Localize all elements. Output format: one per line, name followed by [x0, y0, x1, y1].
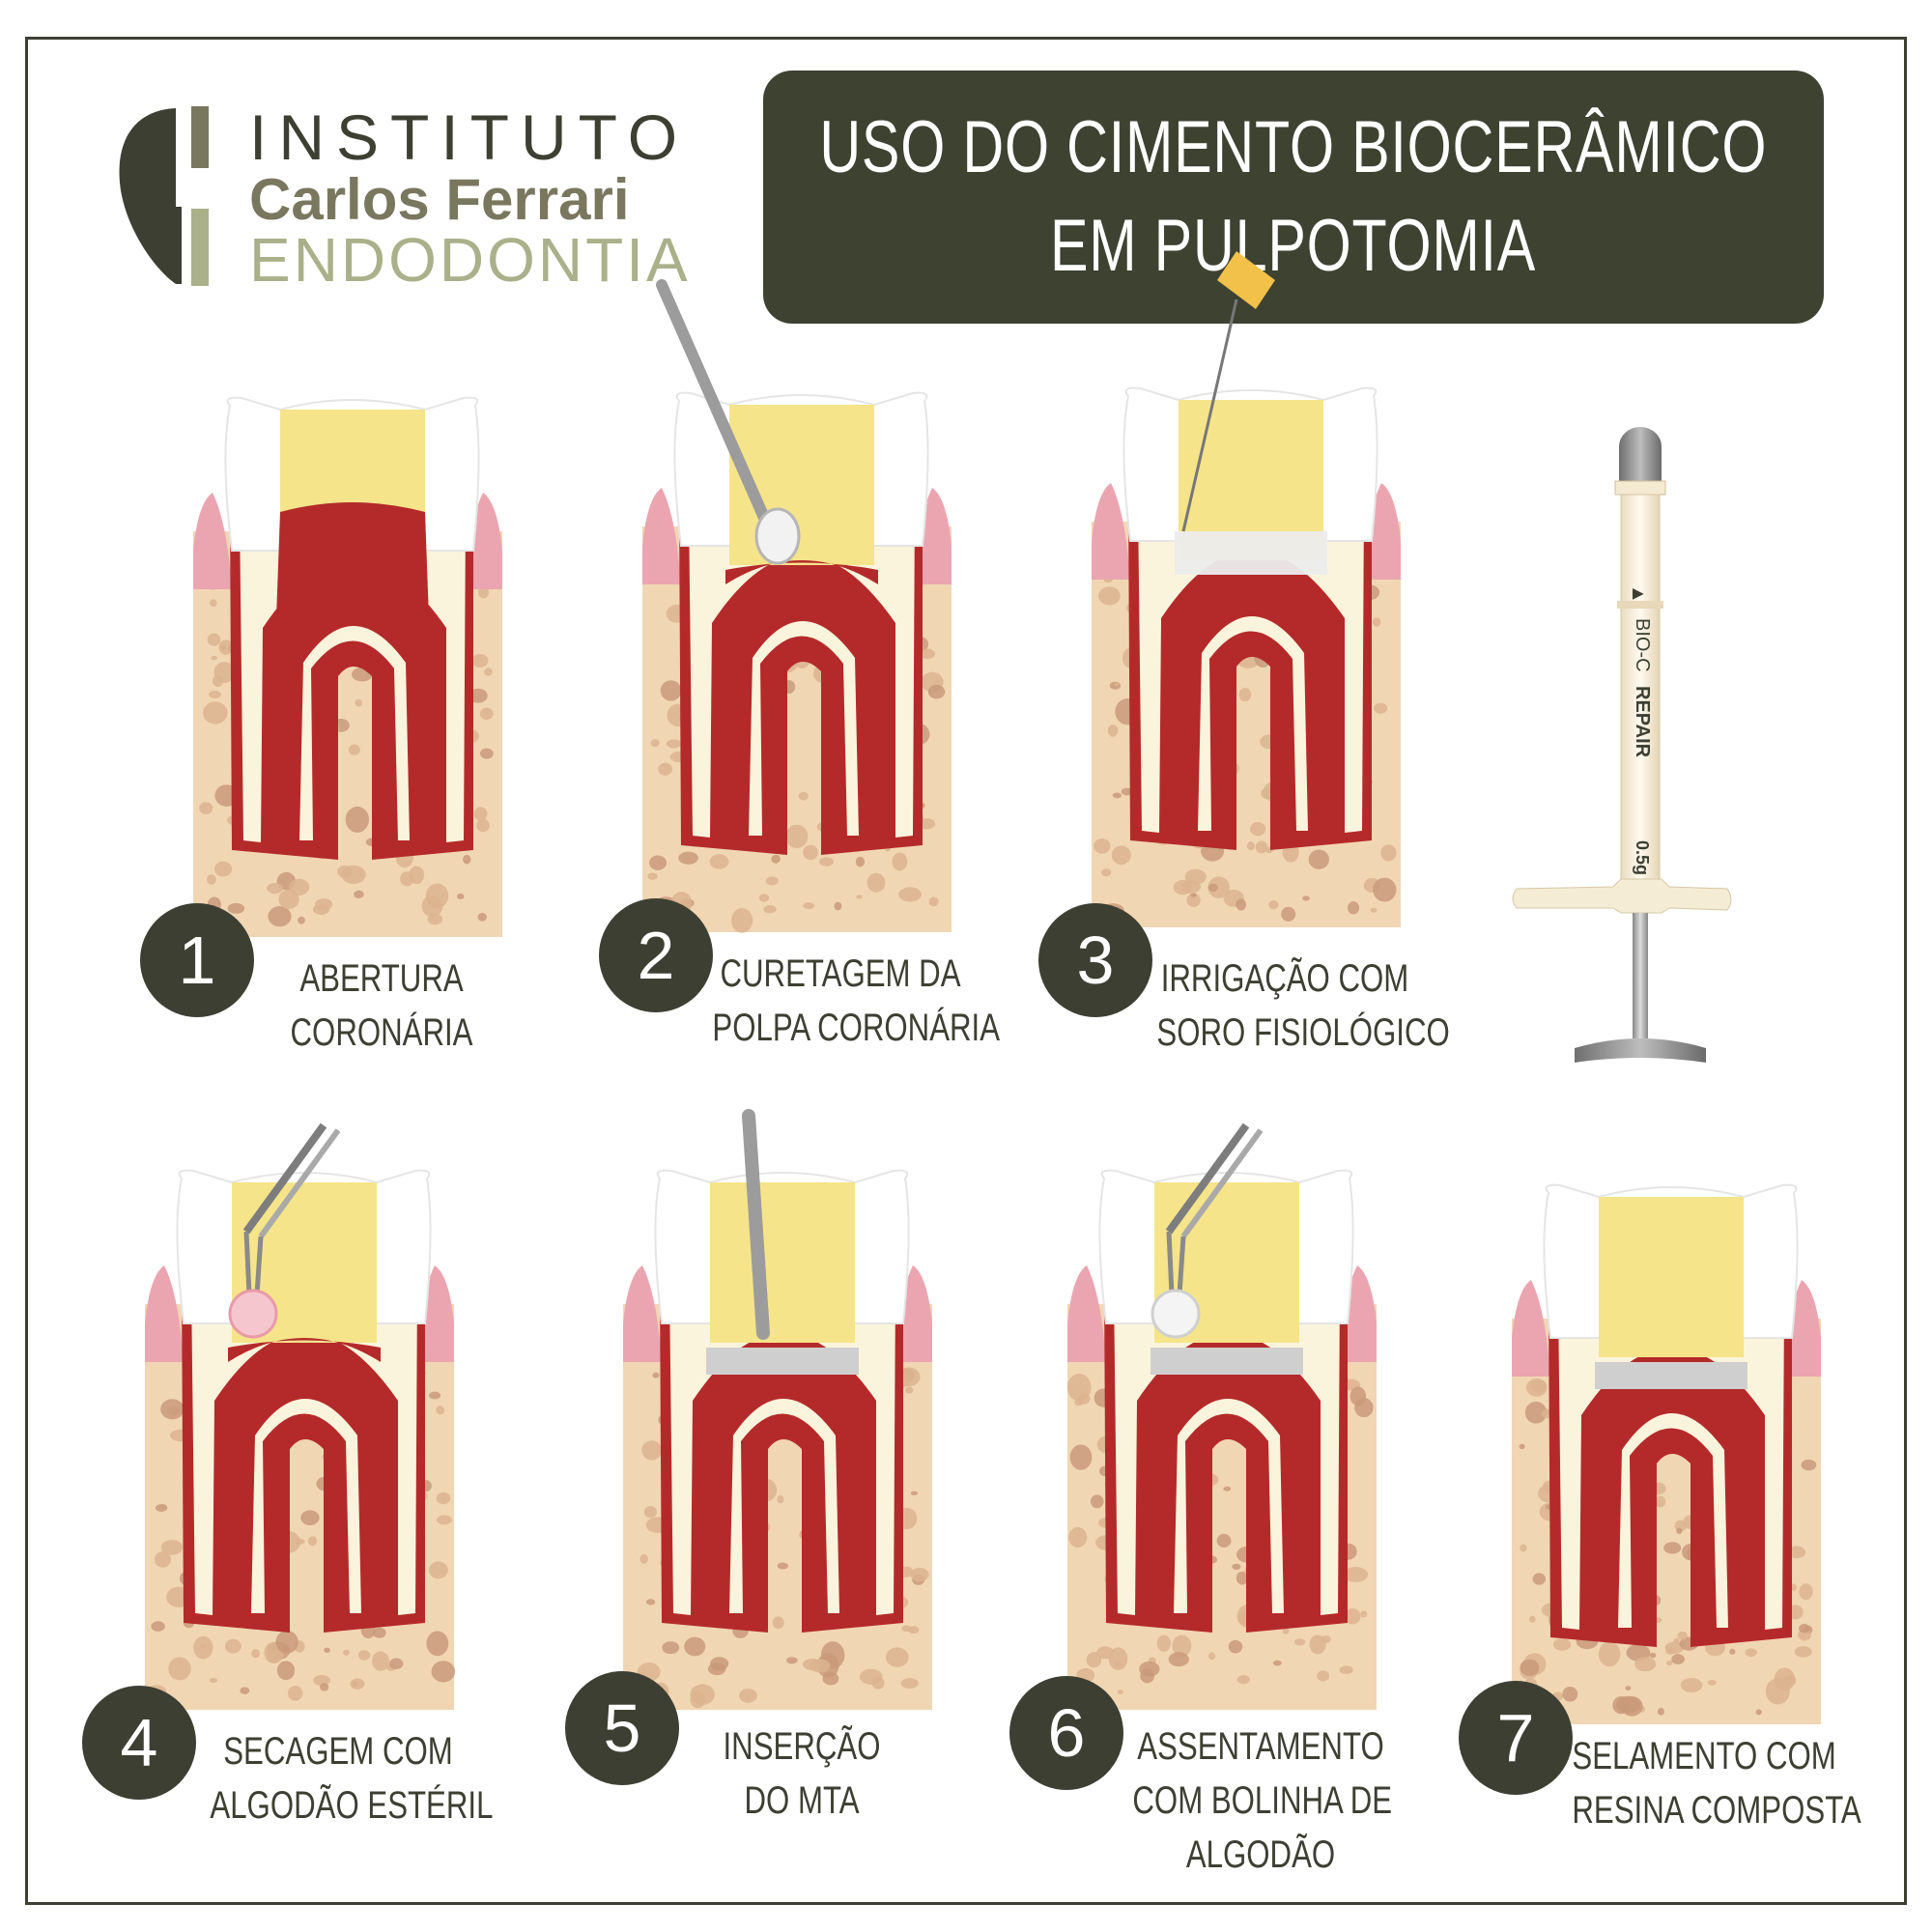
step-label-line: SECAGEM COM [223, 1730, 453, 1773]
gum-left [642, 488, 681, 584]
step-label-line: ALGODÃO ESTÉRIL [210, 1784, 494, 1827]
access-cavity [1179, 400, 1323, 560]
root-canals [704, 1367, 865, 1613]
step-label-line: SELAMENTO COM [1572, 1735, 1836, 1777]
curette-icon [656, 279, 774, 532]
tooth-illustration-step-7 [1512, 1183, 1821, 1724]
mta-layer [1595, 1362, 1747, 1389]
mta-carrier-icon [742, 1109, 770, 1340]
gum-left [1092, 483, 1130, 580]
step-label: CURETAGEM DA POLPA CORONÁRIA [712, 947, 1001, 1055]
step-label-line: CURETAGEM DA [720, 952, 961, 995]
mta-layer [1151, 1348, 1303, 1375]
root-canals [226, 1367, 386, 1613]
root-canals [1173, 584, 1333, 831]
step-label: ASSENTAMENTO COM BOLINHA DE ALGODÃO [1132, 1719, 1393, 1882]
tweezers-arm-icon [242, 1122, 327, 1235]
step-number-badge: 1 [140, 903, 254, 1017]
tweezers-tip-icon [243, 1231, 252, 1295]
title-line-2: EM PULPOTOMIA [1050, 205, 1537, 287]
tooth-illustration-step-2 [642, 279, 952, 933]
bio-c-repair-syringe-icon: ▲ BIO-C REPAIR 0.5g [1512, 427, 1732, 1063]
step-label-line: DO MTA [744, 1779, 860, 1822]
root-canals [274, 594, 435, 840]
tooth-illustration-step-6 [1066, 1122, 1377, 1710]
product-brand: BIO-C [1632, 618, 1653, 672]
step-label: IRRIGAÇÃO COM SORO FISIOLÓGICO [1156, 952, 1450, 1060]
access-cavity [1599, 1197, 1744, 1357]
pulp-chamber [276, 502, 429, 618]
step-label: ABERTURA CORONÁRIA [253, 952, 509, 1060]
tooth-illustration-step-3 [1092, 251, 1401, 927]
step-number-badge: 4 [82, 1686, 196, 1800]
step-label-line: INSERÇÃO [723, 1725, 881, 1768]
logo-name: Carlos Ferrari [249, 167, 630, 232]
tweezers-tip-icon [1166, 1231, 1175, 1295]
inner-dentin [1618, 1413, 1728, 1628]
inner-dentin [1198, 616, 1308, 831]
step-label-line: ASSENTAMENTO [1137, 1725, 1384, 1768]
step-number-badge: 6 [1009, 1676, 1123, 1790]
gum-left [145, 1265, 184, 1362]
gum-left [623, 1265, 662, 1362]
tweezers-arm-icon [258, 1128, 341, 1238]
step-number-badge: 3 [1038, 903, 1152, 1017]
inner-dentin [1174, 1399, 1284, 1613]
tooth-illustration-step-1 [193, 396, 502, 937]
inner-dentin [729, 1399, 839, 1613]
logo-endodontia: ENDODONTIA [249, 225, 691, 295]
inner-dentin [749, 621, 859, 836]
tooth-illustration-step-4 [145, 1122, 456, 1710]
irrigation-syringe-icon [1217, 251, 1275, 309]
inner-dentin [299, 626, 410, 840]
step-label-line: IRRIGAÇÃO COM [1160, 957, 1409, 1000]
gum-left [193, 493, 232, 589]
tweezers-arm-icon [1180, 1128, 1264, 1238]
title-banner: USO DO CIMENTO BIOCERÂMICO EM PULPOTOMIA [763, 71, 1824, 324]
inner-dentin [251, 1399, 361, 1613]
access-cavity [280, 410, 425, 512]
tweezers-tip-icon [254, 1236, 264, 1295]
outer-frame [25, 37, 1907, 1905]
gum-left [1512, 1280, 1550, 1377]
step-label: SECAGEM COM ALGODÃO ESTÉRIL [210, 1724, 494, 1833]
gum-left [1067, 1265, 1106, 1362]
root-canals [1593, 1381, 1753, 1628]
step-label-line: COM BOLINHA DE [1132, 1779, 1393, 1822]
institute-logo: INSTITUTO Carlos Ferrari ENDODONTIA [116, 100, 688, 295]
step-label-line: ALGODÃO [1185, 1833, 1336, 1876]
step-label-line: RESINA COMPOSTA [1572, 1789, 1861, 1832]
tweezers-tip-icon [1177, 1236, 1186, 1295]
irrigation-needle-icon [1181, 298, 1238, 532]
step-number-badge: 7 [1459, 1681, 1573, 1795]
step-label: SELAMENTO COM RESINA COMPOSTA [1572, 1729, 1861, 1837]
step-label-line: CORONÁRIA [290, 1011, 473, 1054]
step-label-line: ABERTURA [299, 957, 464, 1000]
mta-layer [706, 1348, 859, 1375]
irrigation-solution [1175, 531, 1327, 575]
product-name: REPAIR [1632, 686, 1653, 758]
step-label: INSERÇÃO DO MTA [673, 1719, 929, 1828]
step-label-line: SORO FISIOLÓGICO [1156, 1011, 1450, 1054]
root-canals [724, 589, 884, 836]
step-number-badge: 5 [565, 1671, 679, 1785]
step-label-line: POLPA CORONÁRIA [712, 1007, 1001, 1049]
product-weight: 0.5g [1633, 840, 1652, 875]
tooth-logo-icon [119, 106, 209, 286]
tooth-illustration-step-5 [623, 1109, 932, 1710]
pulp-stump [228, 1338, 381, 1362]
title-line-1: USO DO CIMENTO BIOCERÂMICO [819, 106, 1768, 188]
svg-text:▲: ▲ [1628, 584, 1649, 604]
tweezers-arm-icon [1165, 1122, 1250, 1235]
root-canals [1149, 1367, 1309, 1613]
white-cotton-ball-icon [1151, 1289, 1201, 1339]
syringe-label-text: ▲ BIO-C REPAIR 0.5g [1628, 584, 1653, 875]
step-number-badge: 2 [599, 898, 713, 1012]
pulp-stump [725, 560, 878, 584]
access-cavity [710, 1182, 855, 1343]
pink-cotton-ball-icon [228, 1289, 278, 1339]
curette-tip-icon [754, 507, 801, 565]
logo-instituto: INSTITUTO [249, 101, 690, 173]
